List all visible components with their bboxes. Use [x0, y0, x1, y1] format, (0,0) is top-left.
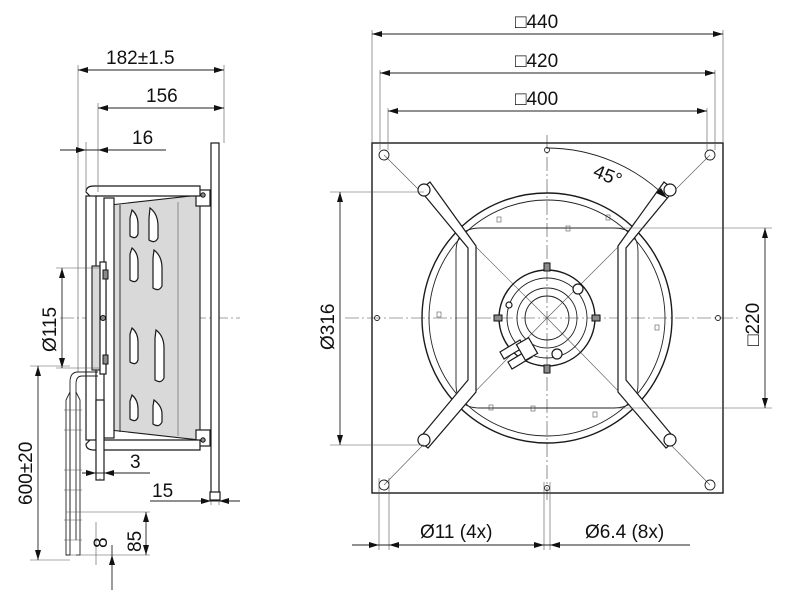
- front-struts: [417, 181, 677, 449]
- dim-angle: 45°: [590, 161, 625, 191]
- dim-square-400: □400: [515, 89, 558, 110]
- dim-depth-flange: 156: [146, 86, 178, 107]
- side-blades: [119, 202, 179, 436]
- front-motor-frame: [455, 227, 639, 409]
- dim-inlet-diameter: Ø316: [318, 304, 339, 350]
- dim-cable-85: 85: [125, 531, 146, 552]
- dim-square-440: □440: [515, 12, 558, 33]
- front-view: 45° □440 □420 □400 Ø316: [318, 12, 772, 550]
- front-cable-gland: [499, 336, 539, 370]
- dim-cable-length: 600±20: [16, 442, 37, 505]
- dim-flange-15: 15: [152, 481, 173, 502]
- dim-hole-small: Ø6.4 (8x): [585, 522, 664, 543]
- dim-hole-large: Ø11 (4x): [420, 522, 493, 543]
- dim-square-420: □420: [515, 51, 558, 72]
- dim-cable-8: 8: [91, 537, 112, 548]
- dim-overall-depth: 182±1.5: [106, 48, 175, 69]
- front-inlet-ring: [421, 192, 673, 444]
- dim-offset-3: 3: [130, 452, 141, 473]
- dim-inlet-ring: 16: [132, 128, 153, 149]
- front-corner-holes: [374, 147, 721, 491]
- side-view: 182±1.5 156 16 Ø115 600±20 3 15: [16, 48, 240, 590]
- front-motor-hub: [493, 262, 601, 374]
- front-small-features: [436, 214, 660, 418]
- dim-hub-diameter: Ø115: [40, 307, 61, 352]
- dim-square-220: □220: [743, 303, 764, 346]
- front-mounting-plate: [371, 142, 724, 494]
- side-mounting-plate: [210, 142, 220, 499]
